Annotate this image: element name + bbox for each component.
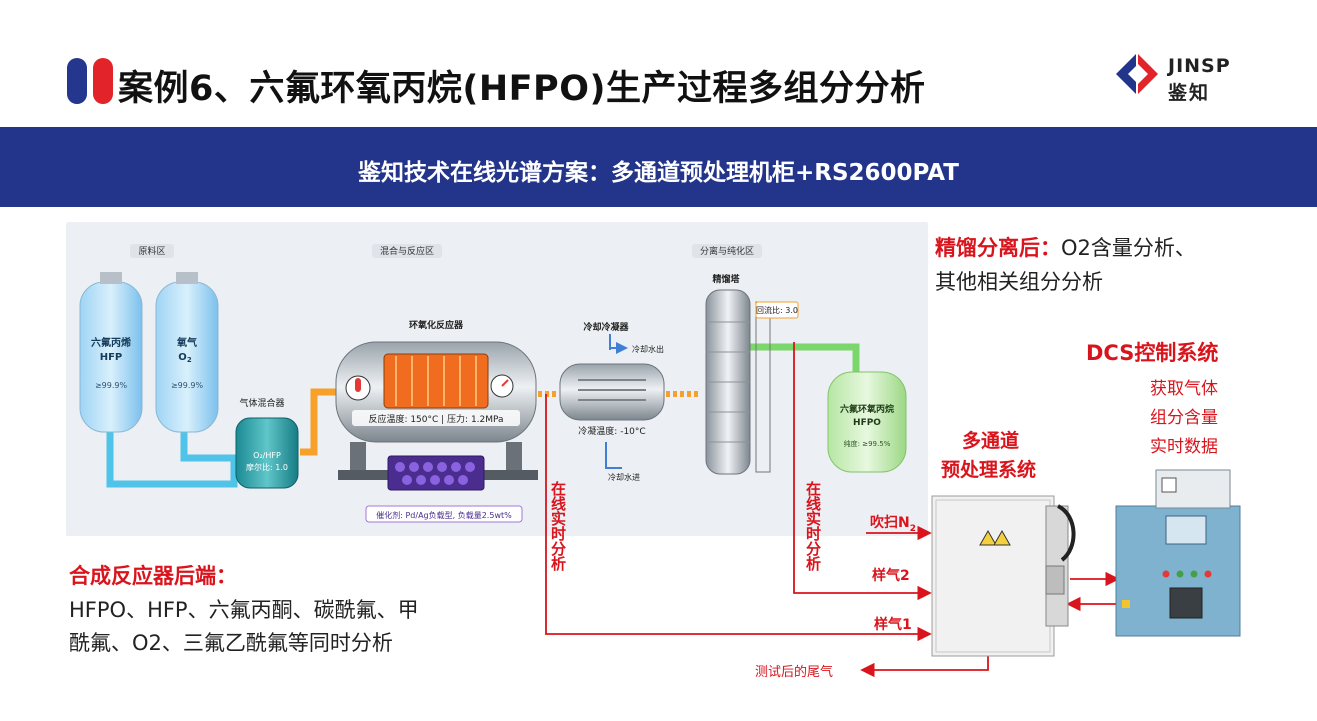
purge-label: 吹扫N2 — [870, 515, 916, 534]
logo-text-cn: 鉴知 — [1168, 82, 1211, 104]
condenser-title: 冷却冷凝器 — [583, 321, 629, 333]
warning-icon-2 — [993, 529, 1011, 546]
note-distillation-body-2: 其他相关组分分析 — [935, 270, 1103, 294]
tank-o2-cap — [176, 272, 198, 284]
tank-o2-name: 氧气 — [176, 336, 197, 349]
tank-hfp-purity: ≥99.9% — [95, 381, 128, 390]
banner-text: 鉴知技术在线光谱方案：多通道预处理机柜+RS2600PAT — [357, 160, 959, 186]
condenser-water-in: 冷却水进 — [608, 472, 640, 482]
reactor-conditions-bg — [352, 410, 520, 426]
sample1-label: 样气1 — [874, 617, 912, 633]
title-marker-blue — [67, 58, 87, 104]
page-title: 案例6、六氟环氧丙烷(HFPO)生产过程多组分分析 — [118, 69, 926, 109]
online-label-2: 在线实时分析 — [804, 481, 822, 571]
zone-reaction-bg — [372, 244, 442, 258]
title-marker-red — [93, 58, 113, 104]
column-title: 精馏塔 — [712, 273, 740, 285]
catalyst-label: 催化剂: Pd/Ag负载型, 负载量2.5wt% — [376, 510, 512, 520]
exhaust-line — [860, 652, 989, 678]
tank-hfpo-purity: 纯度: ≥99.5% — [844, 439, 891, 448]
dcs-indicator-green — [1176, 570, 1184, 578]
dcs-screen — [1165, 515, 1207, 545]
zone-separation-bg — [692, 244, 762, 258]
process-diagram-svg: 原料区 混合与反应区 分离与纯化区 六氟丙烯 HFP ≥99.9% 氧气 O2 … — [79, 244, 907, 523]
tank-hfpo-name: 六氟环氧丙烷 — [840, 403, 894, 415]
pretreatment-title-1: 多通道 — [962, 430, 1020, 452]
note-synthesis-title: 合成反应器后端： — [69, 564, 237, 588]
tank-hfp-formula: HFP — [100, 352, 123, 363]
sample2-label: 样气2 — [872, 568, 910, 584]
tank-o2-formula: O2 — [178, 352, 192, 364]
pipe-o2 — [180, 432, 241, 462]
pretreatment-cabinet — [931, 495, 1055, 657]
mixer-ratio-label-2: 摩尔比: 1.0 — [246, 462, 288, 472]
zone-separation-label: 分离与纯化区 — [700, 245, 754, 257]
note-distillation: 精馏分离后：O2含量分析、 — [935, 232, 1196, 262]
zone-reaction-label: 混合与反应区 — [380, 245, 434, 257]
cabinet-cable — [1056, 504, 1076, 562]
jinsp-logo-icon — [1116, 54, 1158, 94]
banner — [0, 127, 1317, 207]
reactor-window — [383, 353, 489, 409]
tank-hfpo — [827, 371, 907, 473]
tank-hfp-name: 六氟丙烯 — [91, 336, 131, 349]
dcs-panel-door — [1169, 587, 1203, 619]
dcs-desc-2: 组分含量 — [1150, 408, 1218, 428]
condenser-temp: 冷凝温度: -10°C — [578, 425, 645, 437]
tank-hfp-cap — [100, 272, 122, 284]
mixer-vessel — [235, 417, 299, 489]
sample2-line — [793, 342, 932, 601]
condenser-water-in-pipe — [605, 442, 622, 469]
zone-raw-bg — [130, 244, 174, 258]
note-distillation-body-1: O2含量分析、 — [1061, 236, 1196, 260]
sample1-line — [545, 394, 932, 642]
note-synthesis-body-2: 酰氟、O2、三氟乙酰氟等同时分析 — [69, 631, 393, 655]
dcs-indicator-green-2 — [1190, 570, 1198, 578]
catalyst-label-bg — [365, 505, 523, 523]
reflux-label: 回流比: 3.0 — [756, 305, 798, 315]
tank-hfpo-formula: HFPO — [853, 418, 881, 428]
note-distillation-title: 精馏分离后： — [935, 236, 1061, 260]
process-illustration: 原料区 混合与反应区 分离与纯化区 六氟丙烯 HFP ≥99.9% 氧气 O2 … — [66, 222, 928, 536]
mixer-ratio-label-1: O₂/HFP — [253, 451, 281, 460]
warning-icon — [979, 529, 997, 546]
reactor-conditions: 反应温度: 150°C | 压力: 1.2MPa — [368, 413, 503, 425]
exhaust-label: 测试后的尾气 — [755, 665, 834, 680]
reflux-label-bg — [755, 301, 799, 319]
reactor-title: 环氧化反应器 — [409, 319, 464, 331]
pipe-column-product — [750, 343, 860, 372]
condenser-water-out: 冷却水出 — [632, 344, 664, 354]
dcs-desc-1: 获取气体 — [1150, 379, 1218, 399]
dcs-desc-3: 实时数据 — [1150, 437, 1218, 457]
tank-o2-purity: ≥99.9% — [171, 381, 204, 390]
zone-raw-label: 原料区 — [138, 245, 165, 257]
dcs-indicator-red-2 — [1204, 570, 1212, 578]
dcs-indicator-red — [1162, 570, 1170, 578]
note-synthesis-body-1: HFPO、HFP、六氟丙酮、碳酰氟、甲 — [69, 598, 419, 622]
logo-text-en: JINSP — [1168, 55, 1231, 77]
dcs-title: DCS控制系统 — [1086, 341, 1219, 365]
pipe-mixer-reactor — [300, 388, 336, 456]
online-label-1: 在线实时分析 — [549, 481, 567, 571]
pretreatment-title-2: 预处理系统 — [941, 459, 1037, 481]
mixer-title: 气体混合器 — [239, 397, 284, 409]
condenser-vessel — [559, 363, 665, 421]
